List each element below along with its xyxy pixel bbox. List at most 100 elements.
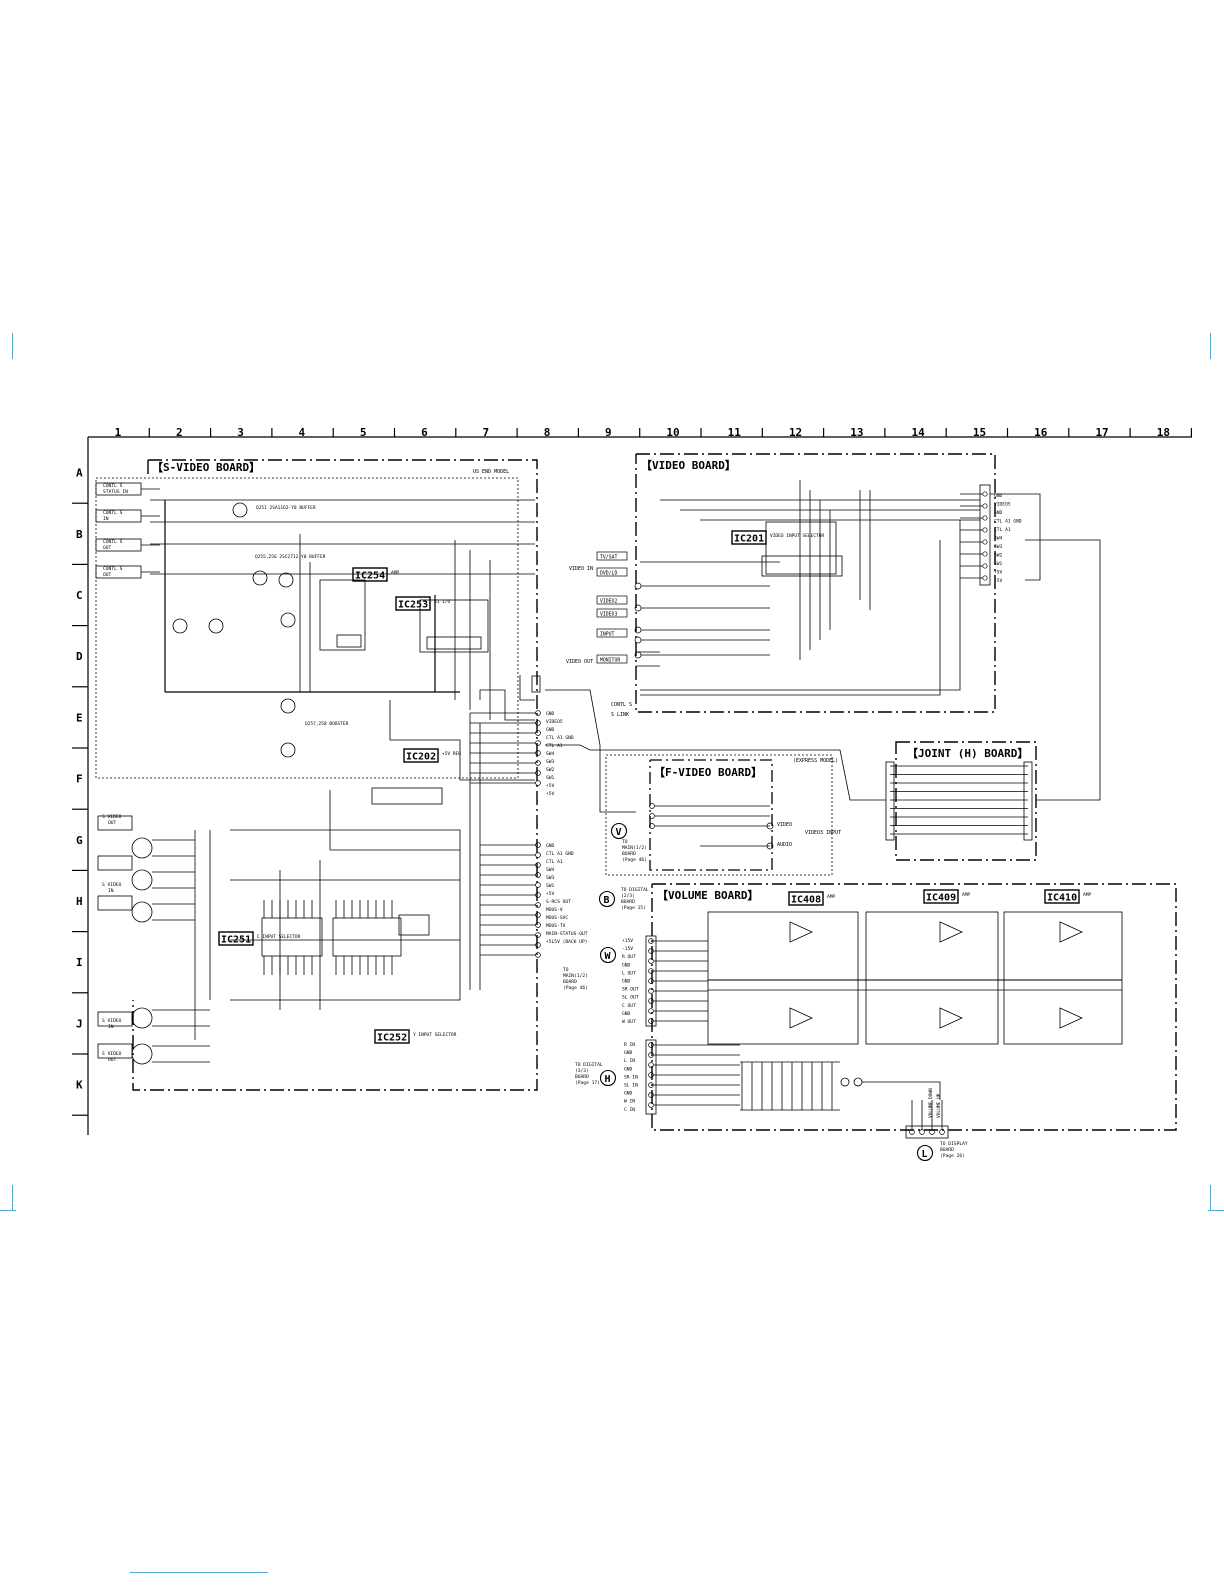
bus-signal-label: SW1	[546, 883, 555, 889]
video-board-title: 【VIDEO BOARD】	[641, 459, 736, 472]
video-bus-label: +5V	[994, 578, 1003, 584]
wire	[862, 1081, 941, 1100]
video-input-label: VIDEO3	[600, 612, 617, 618]
video-board	[635, 453, 996, 713]
bus-pin	[982, 491, 988, 497]
component-box	[645, 1039, 657, 1115]
bus-signal-label: +5L5V (BACK UP)	[546, 939, 588, 945]
column-label-4: 4	[299, 426, 306, 439]
ref-w-text: TO	[563, 967, 569, 973]
ic410-box	[1044, 889, 1080, 904]
f-video-board-note: (EXPRESS MODEL)	[793, 758, 838, 764]
video-input-box	[596, 654, 628, 664]
ic410-label: IC410	[1047, 893, 1077, 904]
video-input-box	[596, 608, 628, 618]
column-label-3: 3	[237, 426, 244, 439]
ref-h-letter: H	[605, 1074, 611, 1085]
component-box	[905, 1125, 949, 1139]
bus-signal-label: +5V	[546, 891, 555, 897]
volume-board-title: 【VOLUME BOARD】	[657, 889, 758, 902]
ic254-role: AMP	[391, 570, 399, 576]
bus-signal-label: SW2	[546, 767, 555, 773]
circuit-wiring	[95, 480, 1122, 1139]
ic252-role: Y INPUT SELECTOR	[413, 1032, 457, 1038]
row-label-G: G	[76, 834, 83, 847]
f-video-board-title: 【F-VIDEO BOARD】	[654, 766, 762, 779]
wire	[519, 675, 535, 701]
video-bus-label: CTL A1 GND	[994, 519, 1022, 525]
op-amp	[1059, 1007, 1083, 1029]
connector-label: S VIDEO	[102, 1051, 122, 1057]
rca-jack	[634, 636, 642, 644]
fvideo-video-label: VIDEO	[777, 822, 792, 828]
ic410-role: AMP	[1083, 892, 1091, 898]
bus-signal-label: MOUS-TV	[546, 923, 566, 929]
connector-label: IN	[108, 1024, 114, 1030]
wire	[230, 829, 461, 1001]
op-amp	[939, 1007, 963, 1029]
ic201-role: VIDEO INPUT SELECTOR	[770, 533, 824, 539]
joint-board-title: 【JOINT (H) BOARD】	[907, 747, 1028, 760]
q255-caption: Q255,256 2SC2712-Y0 BUFFER	[255, 554, 326, 560]
video-out-label: VIDEO OUT	[566, 659, 593, 665]
ref-h-text: TO DIGITAL	[575, 1062, 603, 1068]
volume-pin-label: C IN	[624, 1107, 635, 1113]
q257-caption: Q257,258 BOOSTER	[305, 721, 349, 727]
ic201-label: IC201	[734, 534, 764, 545]
row-label-F: F	[76, 773, 83, 786]
ic252-label: IC252	[377, 1033, 407, 1044]
grid-frame	[87, 436, 1192, 1135]
component-box	[419, 599, 489, 653]
transistor-symbol	[280, 698, 296, 714]
ic253-role: S1 I/O	[434, 599, 451, 605]
bus-signal-label: MAIN-STATUS-OUT	[546, 931, 588, 937]
volume-pin-label: W OUT	[622, 1019, 636, 1025]
ic409-label: IC409	[926, 893, 956, 904]
video-bus-label: SW2	[994, 553, 1003, 559]
column-label-12: 12	[789, 426, 802, 439]
wire	[389, 700, 535, 781]
video-bus-label: SW4	[994, 536, 1003, 542]
ref-b-text: BOARD	[621, 899, 635, 905]
ref-b-letter: B	[604, 895, 610, 906]
bus-signal-label: SW3	[546, 759, 555, 765]
volume-pin-label: R IN	[624, 1042, 635, 1048]
column-label-2: 2	[176, 426, 183, 439]
bus-pin	[535, 780, 541, 786]
wire	[545, 689, 636, 813]
transistor-symbol	[252, 570, 268, 586]
ref-w-text: BOARD	[563, 979, 577, 985]
video-bus-label: +5V	[994, 570, 1003, 576]
volume-pin-label: SR IN	[624, 1074, 638, 1080]
rca-jack	[766, 822, 774, 830]
column-label-18: 18	[1157, 426, 1170, 439]
component-box	[261, 917, 323, 957]
component-box	[398, 914, 430, 936]
bus-pin	[648, 948, 654, 954]
video-bus-label: GND	[994, 510, 1003, 516]
volume-pin-label: L OUT	[622, 970, 636, 976]
component-box	[97, 815, 133, 831]
volume-pin-label: SL IN	[624, 1083, 638, 1089]
q251-caption: Q251 2SA1162-Y0 BUFFER	[256, 505, 316, 511]
ic408-label: IC408	[791, 895, 821, 906]
ref-l-text: BOARD	[940, 1147, 954, 1153]
transistor-symbol	[280, 612, 296, 628]
connector-label: IN	[108, 888, 114, 894]
wire	[640, 520, 961, 691]
column-label-17: 17	[1095, 426, 1108, 439]
bus-pin	[648, 1008, 654, 1014]
video-input-label: INPUT	[600, 632, 615, 638]
transistor-symbol	[853, 1077, 863, 1087]
bus-signal-label: S-RCS OUT	[546, 899, 571, 905]
ic409-box	[923, 889, 959, 904]
volume-pin-label: L IN	[624, 1058, 635, 1064]
video-input-label: TV/SAT	[600, 555, 617, 561]
ref-l-letter: L	[922, 1149, 928, 1160]
jack-label: CONTL S	[103, 539, 123, 545]
wire	[640, 540, 941, 696]
component-box	[332, 917, 402, 957]
component-box	[645, 935, 657, 1027]
